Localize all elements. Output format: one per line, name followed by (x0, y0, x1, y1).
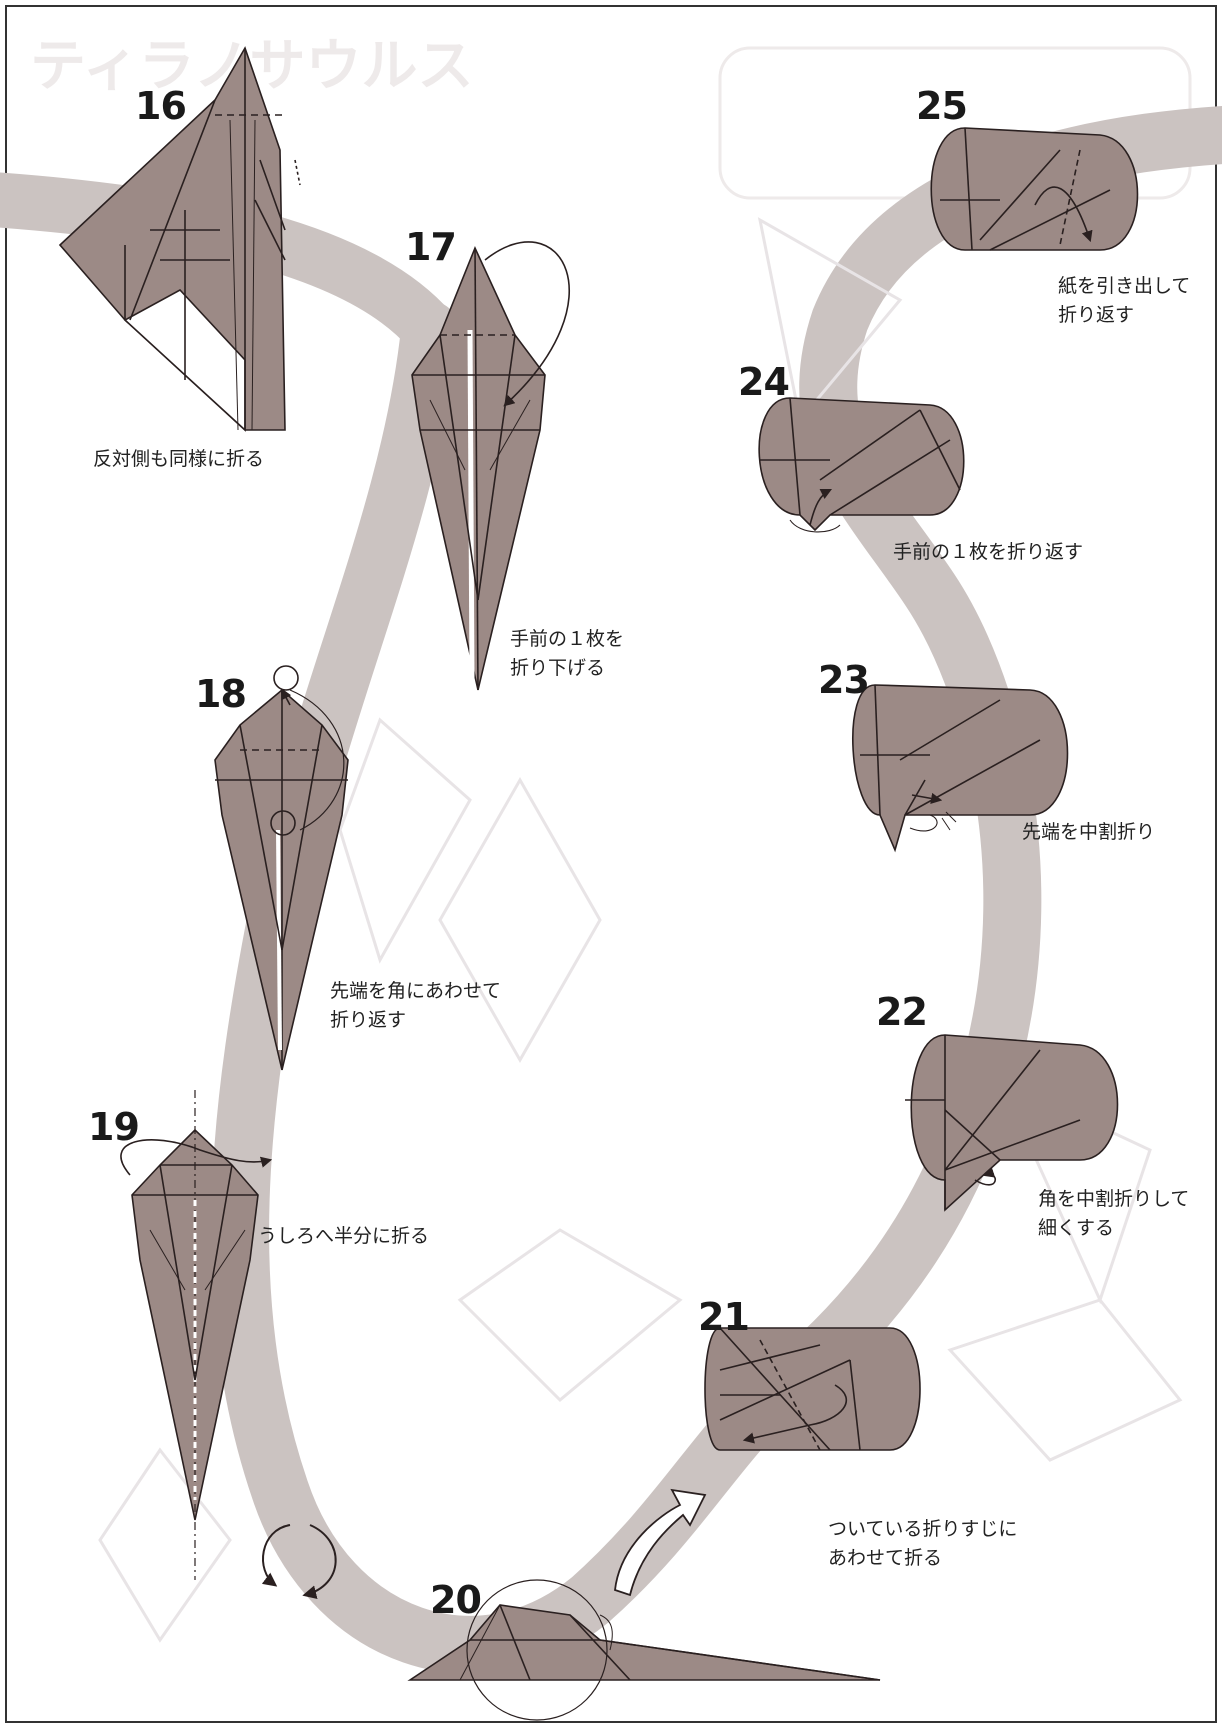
step-caption-24: 手前の１枚を折り返す (893, 541, 1084, 563)
origami-diagram-step-23 (852, 684, 1069, 853)
rotate-icon (261, 1524, 337, 1600)
step-number-21: 21 (698, 1295, 750, 1339)
step-number-17: 17 (405, 225, 457, 269)
origami-diagram-step-22 (905, 1034, 1119, 1212)
step-number-20: 20 (430, 1578, 482, 1622)
step-number-22: 22 (876, 990, 928, 1034)
step-caption-23: 先端を中割折り (1022, 821, 1156, 843)
step-number-18: 18 (195, 672, 247, 716)
step-caption-22: 角を中割折りして 細くする (1038, 1188, 1190, 1239)
step-caption-21: ついている折りすじに あわせて折る (828, 1518, 1018, 1569)
step-number-23: 23 (818, 658, 870, 702)
origami-diagram-step-17 (411, 241, 571, 691)
step-caption-18: 先端を角にあわせて 折り返す (330, 980, 502, 1031)
origami-diagram-step-16 (58, 46, 301, 432)
step-caption-19: うしろへ半分に折る (258, 1225, 430, 1247)
step-number-16: 16 (135, 84, 187, 128)
origami-diagram-step-21 (704, 1327, 921, 1451)
page-frame (5, 5, 1217, 1723)
step-caption-25: 紙を引き出して 折り返す (1058, 275, 1191, 326)
step-caption-16: 反対側も同様に折る (93, 448, 265, 470)
step-caption-17: 手前の１枚を 折り下げる (510, 628, 625, 679)
step-number-19: 19 (88, 1105, 140, 1149)
origami-diagram-step-25 (930, 127, 1139, 251)
origami-diagram-step-24 (758, 397, 965, 533)
next-step-arrow-icon (614, 1488, 707, 1597)
step-number-24: 24 (738, 360, 790, 404)
origami-diagram-step-19 (120, 1090, 273, 1580)
step-number-25: 25 (916, 84, 968, 128)
origami-diagram-step-20 (407, 1579, 881, 1721)
origami-diagram-step-18 (214, 665, 349, 1071)
